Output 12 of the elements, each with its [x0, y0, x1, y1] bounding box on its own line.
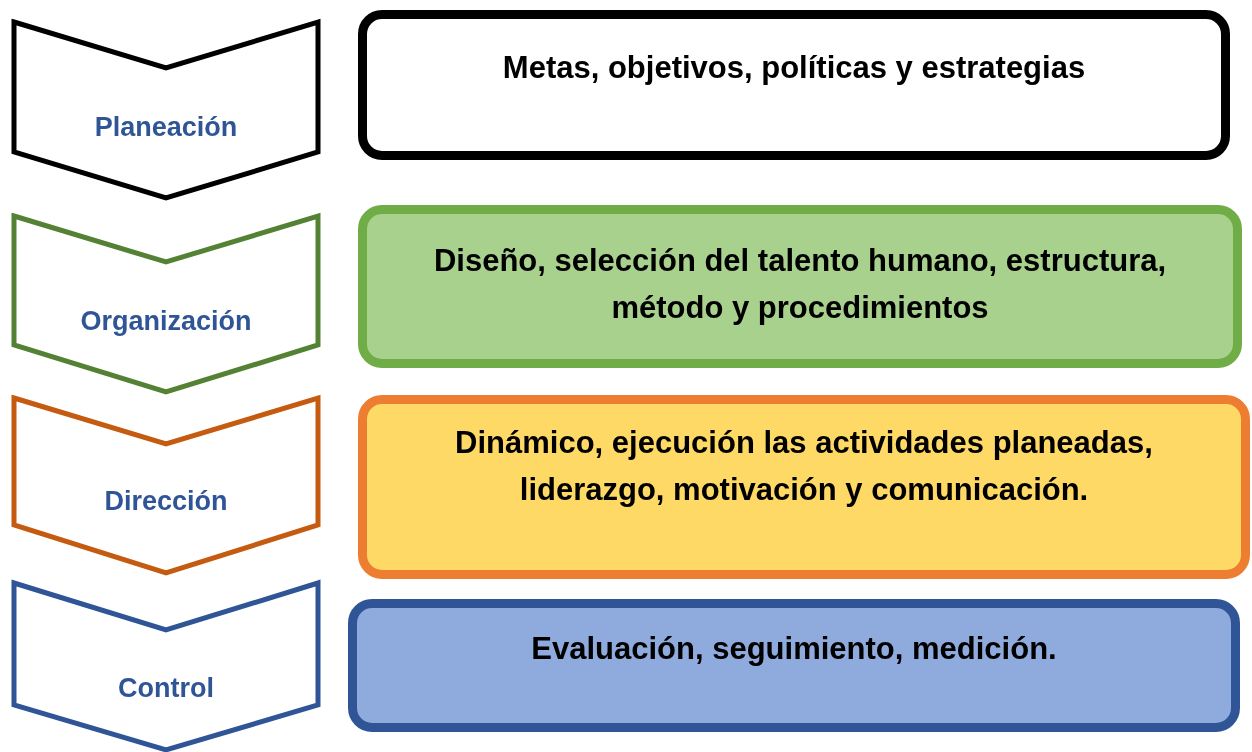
step-label: Dirección — [103, 486, 229, 517]
description-card — [358, 10, 1230, 160]
description-text: Diseño, selección del talento humano, estructura, método y procedimientos — [432, 242, 1168, 327]
step-label: Planeación — [93, 112, 239, 143]
step-label: Control — [117, 673, 215, 704]
description-card — [348, 599, 1240, 732]
description-card — [358, 205, 1242, 368]
description-card — [358, 395, 1250, 579]
step-label: Organización — [79, 306, 253, 337]
description-text: Dinámico, ejecución las actividades planeadas, liderazgo, motivación y comunicación. — [454, 424, 1154, 509]
description-text: Evaluación, seguimiento, medición. — [531, 630, 1057, 668]
description-text: Metas, objetivos, políticas y estrategias — [502, 49, 1086, 87]
